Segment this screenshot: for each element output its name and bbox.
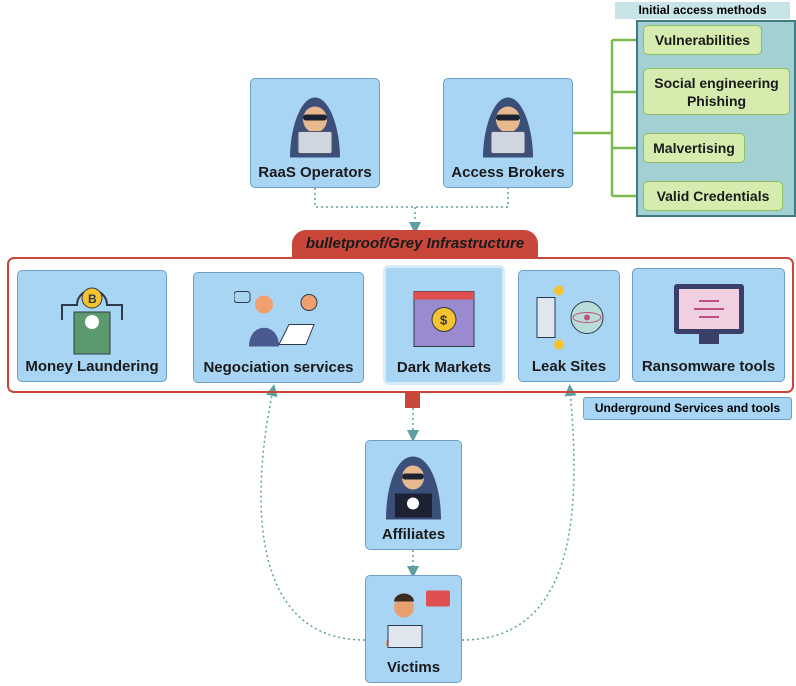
- underground-services-label: Underground Services and tools: [583, 397, 792, 420]
- infected-monitor-icon: [673, 284, 744, 344]
- atm-bitcoin-icon: B: [61, 287, 123, 355]
- hacker-icon: [483, 97, 533, 158]
- user-laptop-icon: [385, 590, 450, 648]
- access-brokers-node: Access Brokers: [443, 78, 573, 188]
- raas-operators-label: RaaS Operators: [258, 164, 372, 181]
- money-laundering-label: Money Laundering: [25, 358, 159, 375]
- money-laundering-node: B Money Laundering: [17, 270, 167, 382]
- hacker-icon: [290, 97, 340, 158]
- method-vulnerabilities: Vulnerabilities: [643, 25, 762, 55]
- dark-markets-node: $ Dark Markets: [383, 265, 505, 385]
- method-malvertising: Malvertising: [643, 133, 745, 163]
- svg-text:B: B: [88, 292, 97, 306]
- hacker-skull-icon: [386, 456, 441, 520]
- leak-sites-node: Leak Sites: [518, 270, 620, 382]
- server-atom-icon: [536, 285, 604, 350]
- negociation-services-label: Negociation services: [203, 359, 354, 376]
- method-valid-credentials: Valid Credentials: [643, 181, 783, 211]
- svg-text:$: $: [440, 313, 448, 328]
- victims-label: Victims: [386, 659, 441, 676]
- raas-operators-node: RaaS Operators: [250, 78, 380, 188]
- ransomware-tools-node: Ransomware tools: [632, 268, 785, 382]
- market-building-icon: $: [413, 291, 475, 347]
- ransomware-tools-label: Ransomware tools: [641, 358, 776, 375]
- access-methods-title: Initial access methods: [615, 2, 790, 19]
- dark-markets-label: Dark Markets: [396, 359, 492, 376]
- leak-sites-label: Leak Sites: [531, 358, 607, 375]
- affiliates-node: Affiliates: [365, 440, 462, 550]
- access-brokers-label: Access Brokers: [451, 164, 565, 181]
- victims-node: Victims: [365, 575, 462, 683]
- phishing-label: Phishing: [686, 92, 747, 109]
- affiliates-label: Affiliates: [381, 526, 446, 543]
- social-engineering-label: Social engineering: [654, 74, 779, 91]
- support-agent-icon: [233, 291, 317, 347]
- negociation-services-node: Negociation services: [193, 272, 364, 383]
- infrastructure-label: bulletproof/Grey Infrastructure: [292, 230, 538, 258]
